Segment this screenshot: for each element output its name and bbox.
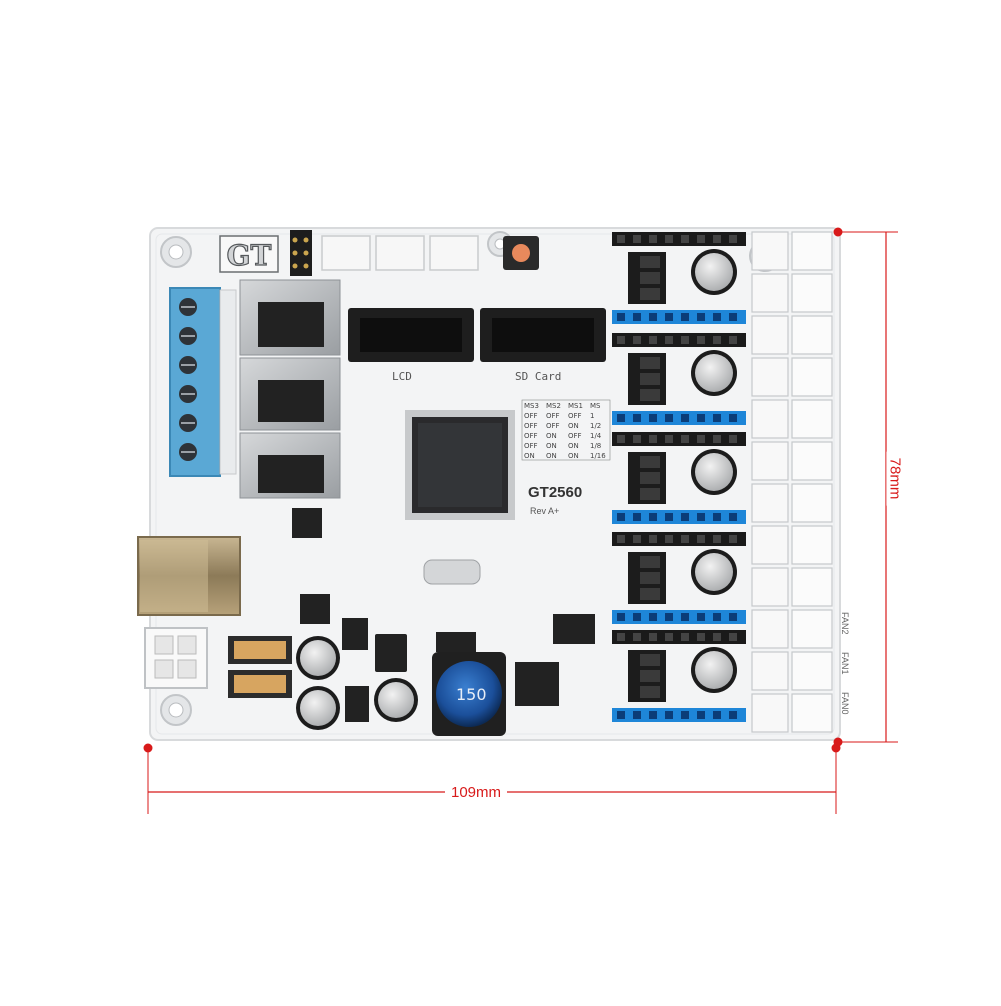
jst-connector (751, 609, 789, 649)
ms-cell: ON (546, 452, 557, 460)
jst-connector (751, 315, 789, 355)
ms-cell: ON (524, 452, 535, 460)
endstop-fan-connectors (751, 231, 833, 733)
ms-cell: OFF (568, 432, 582, 440)
ms-cell: 1/4 (590, 432, 602, 440)
model-label: GT2560 (528, 484, 582, 501)
ms-cell: 1/2 (590, 422, 601, 430)
capacitors (296, 636, 418, 730)
jst-connector (791, 441, 833, 481)
ms-header: MS3 (524, 402, 539, 410)
width-dimension-label: 109mm (445, 784, 508, 801)
inductor (432, 652, 506, 736)
atmega2560-chip (405, 410, 515, 520)
jst-connector (751, 525, 789, 565)
jst-connector (791, 273, 833, 313)
jst-connector (791, 693, 833, 733)
usb-connector (137, 536, 241, 616)
electrolytic-capacitor (296, 636, 340, 680)
fan2-label: FAN2 (840, 612, 850, 635)
power-connector (144, 627, 208, 689)
jst-connector (791, 231, 833, 271)
ms-cell: ON (568, 442, 579, 450)
lcd-label: LCD (392, 370, 412, 383)
dimension-lines (143, 227, 898, 814)
mosfet-heatsinks (239, 279, 341, 499)
jst-connector (751, 651, 789, 691)
ms-cell: OFF (524, 432, 538, 440)
jst-connector (751, 399, 789, 439)
ms-cell: OFF (546, 422, 560, 430)
stepper-driver-slots (612, 232, 746, 722)
electrolytic-capacitor (296, 686, 340, 730)
ms-cell: 1 (590, 412, 594, 420)
height-dimension-label: 78mm (886, 451, 904, 506)
jst-connector (751, 441, 789, 481)
driver-slot (612, 232, 746, 324)
ms-cell: OFF (524, 412, 538, 420)
ms-cell: OFF (524, 422, 538, 430)
driver-slot (612, 532, 746, 624)
inductor-label: 150 (456, 685, 487, 704)
ms-cell: ON (568, 452, 579, 460)
jst-connector (751, 231, 789, 271)
jst-connector (751, 693, 789, 733)
jst-connector (791, 651, 833, 691)
driver-slot (612, 432, 746, 524)
electrolytic-capacitor (374, 678, 418, 722)
driver-slot (612, 630, 746, 722)
jst-connector (751, 483, 789, 523)
jst-connector (791, 525, 833, 565)
jst-connector (791, 315, 833, 355)
ms-cell: 1/8 (590, 442, 601, 450)
top-pin-header (290, 230, 312, 276)
ms-cell: ON (568, 422, 579, 430)
jst-connector (791, 357, 833, 397)
reset-button (503, 236, 539, 270)
svg-text:GT: GT (227, 239, 272, 272)
revision-label: Rev A+ (530, 506, 559, 516)
ms-cell: OFF (568, 412, 582, 420)
smd-components (292, 508, 595, 722)
ms-cell: OFF (546, 412, 560, 420)
jst-connector (791, 483, 833, 523)
ms-cell: ON (546, 442, 557, 450)
jst-connector (751, 357, 789, 397)
brand-logo: GT (219, 235, 279, 273)
jst-connector (791, 399, 833, 439)
ms-cell: 1/16 (590, 452, 606, 460)
fan1-label: FAN1 (840, 652, 850, 675)
power-terminal-block (169, 287, 237, 477)
jst-connector (751, 273, 789, 313)
jst-connector (791, 609, 833, 649)
ms-header: MS1 (568, 402, 583, 410)
driver-slot (612, 333, 746, 425)
jst-connector (791, 567, 833, 607)
ms-header: MS2 (546, 402, 561, 410)
top-jst-connectors (321, 235, 479, 271)
sd-card-label: SD Card (515, 370, 561, 383)
jst-connector (751, 567, 789, 607)
ms-header: MS (590, 402, 601, 410)
ms-cell: ON (546, 432, 557, 440)
fuses (228, 636, 292, 698)
ms-cell: OFF (524, 442, 538, 450)
lcd-sd-headers (348, 308, 606, 362)
fan0-label: FAN0 (840, 692, 850, 715)
